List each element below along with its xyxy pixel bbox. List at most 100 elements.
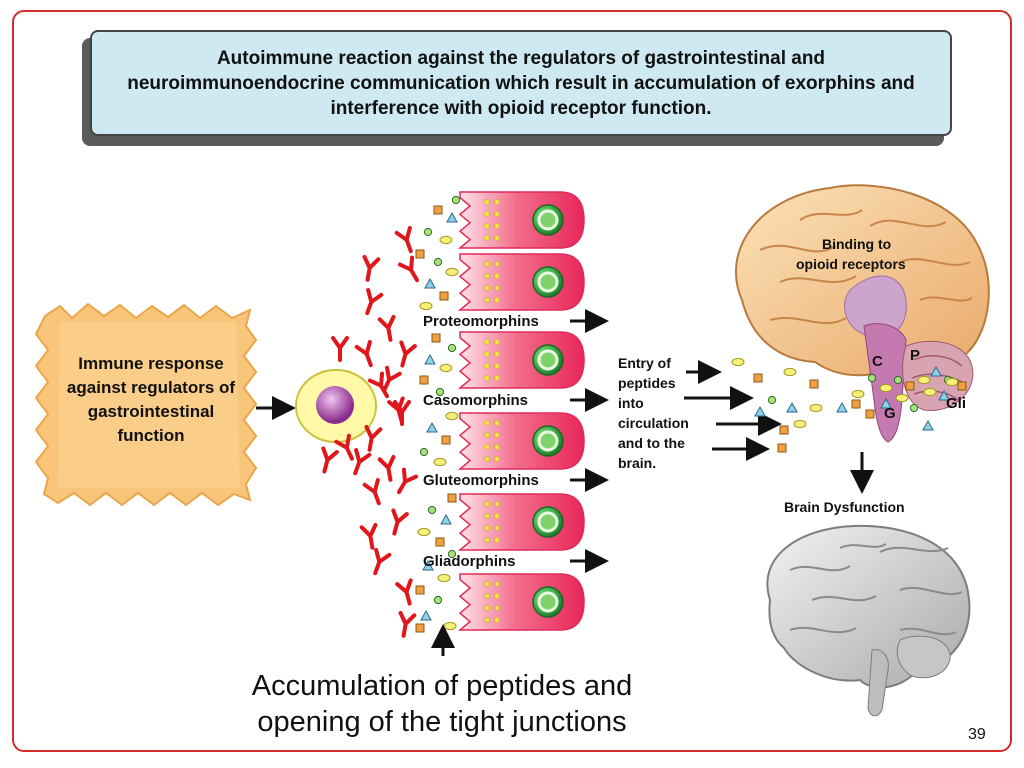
granule (484, 432, 490, 438)
particle-circle (893, 375, 903, 385)
particle-oval (445, 267, 459, 277)
particle-circle (447, 343, 457, 353)
title-box: Autoimmune reaction against the regulato… (90, 30, 952, 136)
particle-circle (433, 257, 443, 267)
granule (494, 581, 500, 587)
particle-triangle (446, 211, 458, 223)
brain-colored (735, 184, 990, 443)
antibody (362, 478, 381, 506)
immune-cell-nucleus (316, 386, 354, 424)
antibody (399, 340, 417, 368)
particle-circle (451, 195, 461, 205)
immune-box-inner (58, 322, 240, 488)
caption-line-2: opening of the tight junctions (257, 706, 627, 738)
antibody (377, 314, 396, 342)
granule (494, 339, 500, 345)
particle-triangle (422, 559, 434, 571)
label-proteomorphins: Proteomorphins (423, 313, 539, 330)
nucleus-core (537, 209, 559, 231)
antibody (367, 371, 389, 399)
particle-triangle (424, 277, 436, 289)
granule (494, 432, 500, 438)
granule (484, 285, 490, 291)
label-gluteomorphins: Gluteomorphins (423, 472, 539, 489)
particle-square (777, 443, 787, 453)
granule (494, 456, 500, 462)
antibody (387, 396, 405, 424)
particle-oval (439, 235, 453, 245)
antibody (364, 424, 383, 452)
epithelial-cell (457, 331, 585, 389)
particle-oval (433, 457, 447, 467)
antibody (373, 548, 392, 576)
particle-square (419, 375, 429, 385)
granule (494, 363, 500, 369)
granule (484, 617, 490, 623)
granule (484, 537, 490, 543)
granule (484, 261, 490, 267)
granule (494, 617, 500, 623)
label-gliadorphins: Gliadorphins (423, 553, 516, 570)
cell-body (457, 191, 585, 249)
antibody (391, 508, 409, 536)
epithelial-cell (457, 253, 585, 311)
entry-line-6: brain. (618, 455, 656, 471)
nucleus-core (537, 591, 559, 613)
particle-oval (809, 403, 823, 413)
particle-oval (793, 419, 807, 429)
brain-gray (766, 524, 971, 717)
entry-line-1: Entry of (618, 355, 671, 371)
particle-oval (439, 363, 453, 373)
binding-line-1: Binding to (822, 236, 891, 252)
particle-square (753, 373, 763, 383)
granule (484, 363, 490, 369)
particle-triangle (420, 609, 432, 621)
particle-square (415, 249, 425, 259)
nucleus-core (537, 430, 559, 452)
particle-circle (447, 549, 457, 559)
entry-text: Entry of peptides into circulation and t… (618, 355, 689, 471)
particle-oval (417, 527, 431, 537)
antibody (382, 365, 402, 393)
particle-square (809, 379, 819, 389)
granule (484, 273, 490, 279)
particle-oval (851, 389, 865, 399)
particle-circle (427, 505, 437, 515)
cell-body (457, 253, 585, 311)
antibody (359, 522, 378, 550)
antibody (354, 340, 373, 368)
peptide-particles (415, 195, 461, 633)
particle-oval (879, 383, 893, 393)
particle-triangle (754, 405, 766, 417)
antibody (377, 454, 396, 482)
particle-oval (917, 375, 931, 385)
particle-circle (423, 227, 433, 237)
particle-circle (909, 403, 919, 413)
particle-circle (435, 387, 445, 397)
entry-line-2: peptides (618, 375, 676, 391)
granule (484, 351, 490, 357)
particle-oval (945, 377, 959, 387)
granule (494, 513, 500, 519)
granule (494, 444, 500, 450)
receptor-labels: C P G Gli (872, 347, 966, 422)
antibody (362, 254, 381, 282)
particle-triangle (938, 389, 950, 401)
particle-square (447, 493, 457, 503)
particle-square (865, 409, 875, 419)
particle-square (415, 623, 425, 633)
epithelial-cell (457, 573, 585, 631)
receptor-gli: Gli (946, 395, 966, 412)
particle-square (439, 291, 449, 301)
granule (494, 605, 500, 611)
antibody (321, 446, 339, 474)
granule (494, 297, 500, 303)
granule (484, 420, 490, 426)
granule (494, 235, 500, 241)
particle-square (435, 537, 445, 547)
granule (494, 525, 500, 531)
granule (484, 593, 490, 599)
label-casomorphins: Casomorphins (423, 392, 528, 409)
nucleus-core (537, 271, 559, 293)
